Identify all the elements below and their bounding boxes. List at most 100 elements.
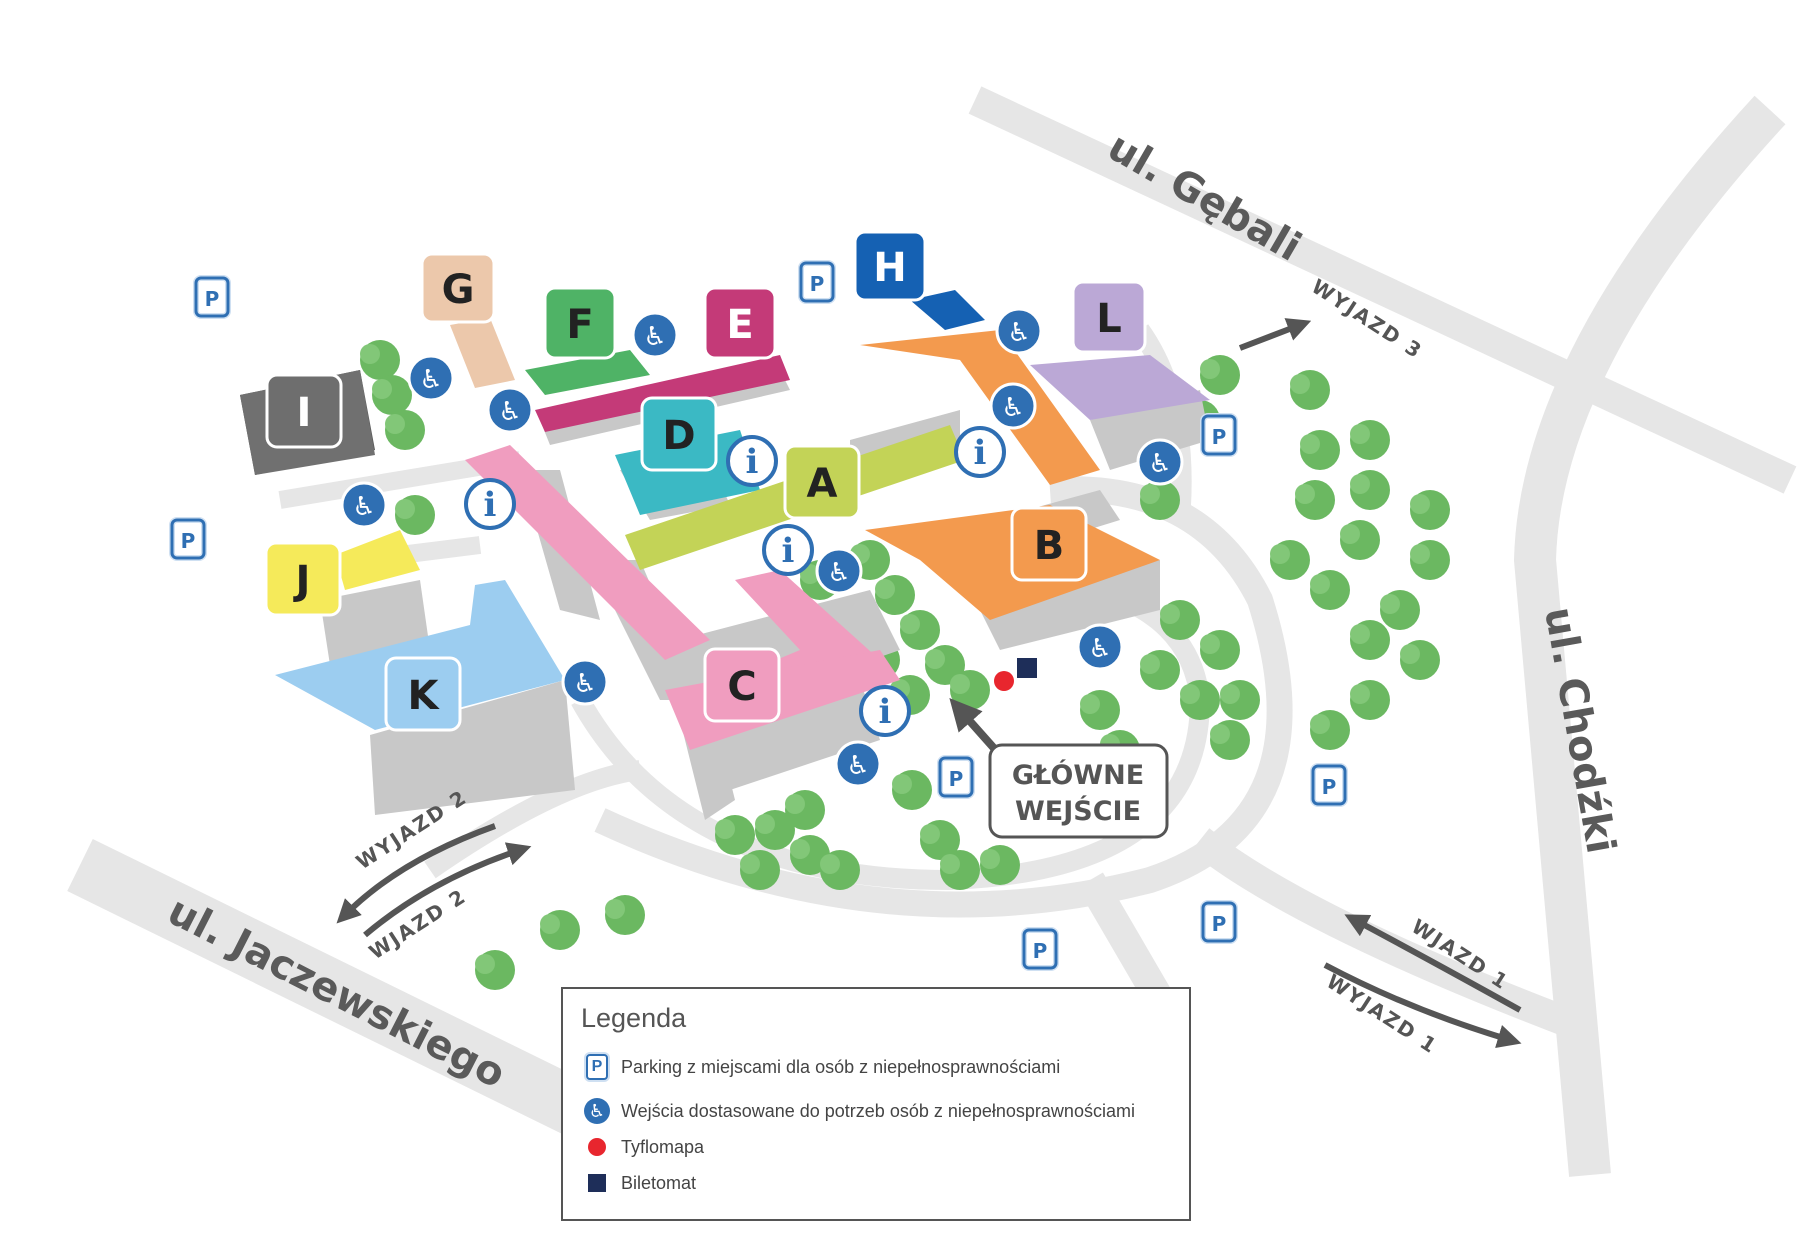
svg-text:P: P	[810, 272, 825, 296]
building-L-roof	[1030, 355, 1210, 420]
svg-text:♿: ♿	[498, 397, 521, 427]
roads	[67, 86, 1797, 1177]
building-C-roof	[465, 445, 710, 660]
svg-text:P: P	[1212, 912, 1227, 936]
wheelchair-icon: ♿	[407, 354, 455, 402]
wheelchair-icon: ♿	[561, 658, 609, 706]
label-A: A	[783, 444, 861, 520]
arrow-wyjazd3-icon	[1238, 318, 1312, 351]
road-chodzki	[1513, 95, 1786, 1177]
road-loop	[594, 476, 1293, 918]
info-icon: i	[726, 435, 778, 487]
legend: Legenda P Parking z miejscami dla osób z…	[561, 987, 1191, 1221]
svg-text:♿: ♿	[1007, 318, 1030, 348]
road-exit1	[1190, 828, 1581, 1040]
label-H: H	[853, 230, 927, 302]
building-E-roof	[535, 355, 790, 432]
label-L: L	[1071, 280, 1147, 354]
wheelchair-icon: ♿	[631, 311, 679, 359]
building-C-wing2	[665, 650, 900, 750]
svg-text:i: i	[974, 433, 987, 473]
wheelchair-icon: ♿	[815, 547, 863, 595]
svg-text:A: A	[807, 461, 838, 507]
parking-markers: P P P P P P P P	[169, 260, 1348, 971]
svg-text:L: L	[1096, 296, 1122, 342]
legend-item-tyflomapa: Tyflomapa	[581, 1131, 704, 1163]
label-D: D	[640, 396, 718, 472]
svg-text:♿: ♿	[1001, 393, 1024, 423]
wheelchair-icon: ♿	[486, 386, 534, 434]
legend-item-wheelchair: ♿ Wejścia dostasowane do potrzeb osób z …	[581, 1095, 1135, 1127]
square-icon	[588, 1174, 606, 1192]
parking-icon: P	[1200, 900, 1238, 944]
wheelchair-icon: ♿	[995, 307, 1043, 355]
svg-text:J: J	[293, 558, 311, 604]
label-E: E	[703, 286, 777, 360]
info-icon: i	[954, 426, 1006, 478]
accessible-entrances: ♿ ♿ ♿ ♿ ♿ ♿ ♿ ♿ ♿ ♿ ♿	[340, 307, 1184, 788]
road-sw	[424, 760, 642, 879]
label-K: K	[384, 656, 462, 732]
arrow-wjazd1-icon	[1323, 962, 1522, 1049]
svg-text:K: K	[408, 673, 441, 719]
svg-text:B: B	[1034, 523, 1065, 569]
svg-text:♿: ♿	[419, 365, 442, 395]
wheelchair-icon: ♿	[834, 740, 882, 788]
label-F: F	[543, 286, 617, 360]
building-J-roof	[335, 530, 420, 590]
svg-text:i: i	[746, 442, 759, 482]
svg-text:P: P	[1322, 775, 1337, 799]
building-B-roof	[860, 330, 1100, 485]
wheelchair-icon: ♿	[584, 1098, 610, 1124]
legend-label: Biletomat	[621, 1172, 697, 1193]
parking-icon: P	[798, 260, 836, 304]
svg-text:P: P	[949, 767, 964, 791]
building-F-roof	[525, 350, 650, 395]
biletomat-marker	[1017, 658, 1037, 678]
legend-label: Wejścia dostasowane do potrzeb osób z ni…	[621, 1100, 1135, 1121]
street-jaczewskiego: ul. Jaczewskiego	[160, 888, 512, 1098]
legend-label: Tyflomapa	[621, 1136, 705, 1157]
label-I: I	[265, 373, 343, 449]
svg-text:I: I	[297, 390, 312, 436]
parking-icon: P	[1200, 413, 1238, 457]
parking-icon: P	[1021, 927, 1059, 971]
svg-text:F: F	[566, 302, 593, 348]
label-J: J	[264, 541, 342, 617]
parking-icon: P	[193, 275, 231, 319]
arrow-wyjazd2-icon	[336, 823, 497, 924]
legend-label: Parking z miejscami dla osób z niepełnos…	[621, 1056, 1061, 1077]
legend-item-biletomat: Biletomat	[581, 1167, 696, 1199]
svg-text:i: i	[879, 692, 892, 732]
exit-arrows	[336, 318, 1522, 1049]
svg-text:H: H	[873, 245, 906, 291]
parking-icon: P	[169, 517, 207, 561]
svg-text:GŁÓWNE: GŁÓWNE	[1012, 759, 1144, 791]
label-B: B	[1010, 506, 1088, 582]
svg-text:♿: ♿	[1148, 449, 1171, 479]
svg-text:♿: ♿	[1088, 634, 1111, 664]
svg-text:♿: ♿	[643, 322, 666, 352]
wheelchair-icon: ♿	[1136, 438, 1184, 486]
main-entrance: GŁÓWNE WEJŚCIE	[949, 698, 1169, 839]
svg-text:♿: ♿	[352, 492, 375, 522]
wheelchair-icon: ♿	[340, 481, 388, 529]
svg-text:♿: ♿	[573, 669, 596, 699]
wheelchair-icon: ♿	[1076, 623, 1124, 671]
svg-text:P: P	[205, 287, 220, 311]
svg-text:P: P	[1033, 939, 1048, 963]
info-icon: i	[762, 524, 814, 576]
legend-item-parking: P Parking z miejscami dla osób z niepełn…	[581, 1051, 1060, 1083]
svg-text:G: G	[442, 267, 475, 313]
wheelchair-icon: ♿	[989, 382, 1037, 430]
svg-text:WEJŚCIE: WEJŚCIE	[1015, 795, 1141, 827]
label-wyjazd1: WYJAZD 1	[1322, 969, 1442, 1059]
road-gebali	[968, 86, 1797, 494]
parking-icon: P	[586, 1054, 608, 1080]
svg-text:D: D	[662, 413, 695, 459]
arrow-wyjazd1-icon	[1344, 914, 1522, 1013]
arrow-wjazd2-icon	[363, 842, 532, 938]
info-icon: i	[859, 685, 911, 737]
svg-text:P: P	[1212, 425, 1227, 449]
